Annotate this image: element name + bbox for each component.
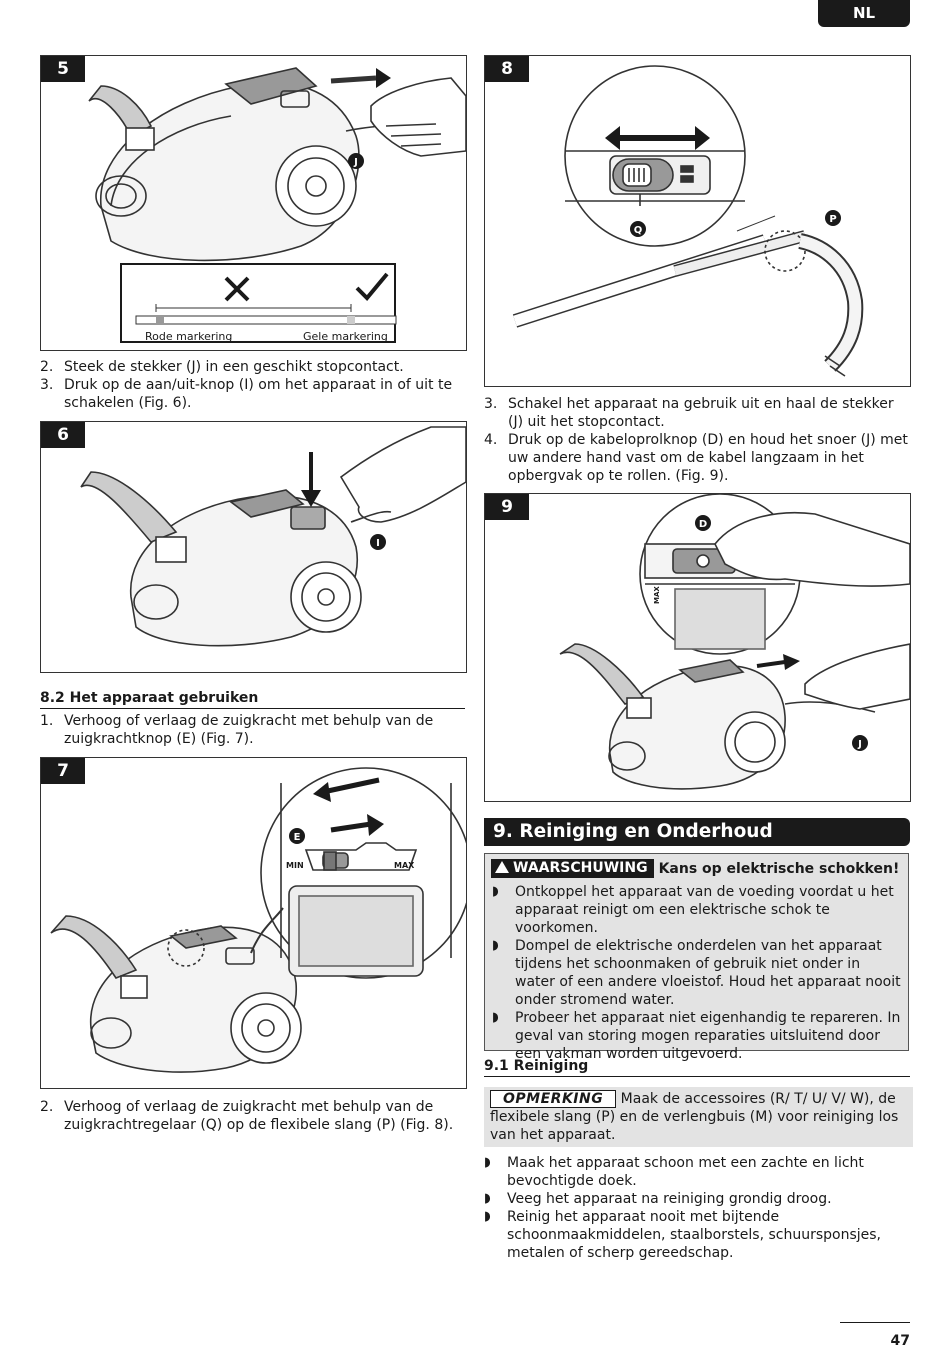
- steps-list-a: 2.Steek de stekker (J) in een geschikt s…: [40, 358, 465, 412]
- callout-d: D: [699, 519, 707, 530]
- figure-7: MIN MAX E 7: [40, 757, 467, 1089]
- warning-title: Kans op elektrische schokken!: [658, 860, 900, 877]
- language-tab: NL: [818, 0, 910, 27]
- callout-j: J: [857, 739, 862, 750]
- figure-7-illustration: MIN MAX E: [50, 767, 466, 1073]
- figure-number: 5: [41, 56, 85, 82]
- figure-number: 9: [485, 494, 529, 520]
- figure-6: I 6: [40, 421, 467, 673]
- section-9-heading: 9. Reiniging en Onderhoud: [484, 818, 910, 846]
- figure-6-illustration: I: [80, 426, 466, 647]
- list-item: 3.Druk op de aan/uit-knop (I) om het app…: [40, 377, 453, 411]
- list-item: ◗Ontkoppel het apparaat van de voeding v…: [492, 884, 894, 936]
- figure-8-illustration: Q P: [512, 65, 864, 377]
- cleaning-list: ◗Maak het apparaat schoon met een zachte…: [484, 1154, 904, 1262]
- footer-divider: [840, 1322, 910, 1323]
- figure-5: J Rode markering Gele markering 5: [40, 55, 467, 351]
- figure-number: 7: [41, 758, 85, 784]
- list-item: 3.Schakel het apparaat na gebruik uit en…: [484, 396, 894, 430]
- list-item: 2.Verhoog of verlaag de zuigkracht met b…: [40, 1099, 454, 1133]
- steps-list-b: 2.Verhoog of verlaag de zuigkracht met b…: [40, 1098, 465, 1134]
- list-item: ◗Dompel de elektrische onderdelen van he…: [492, 938, 901, 1008]
- bullet-icon: ◗: [484, 1209, 491, 1224]
- warning-icon: [495, 861, 509, 873]
- callout-i: I: [376, 538, 380, 549]
- list-item: ◗Veeg het apparaat na reiniging grondig …: [484, 1191, 832, 1207]
- list-item: 2.Steek de stekker (J) in een geschikt s…: [40, 359, 404, 375]
- bullet-icon: ◗: [492, 884, 499, 899]
- warning-label: WAARSCHUWING: [491, 859, 654, 878]
- bullet-icon: ◗: [492, 938, 499, 953]
- figure-number: 6: [41, 422, 85, 448]
- note-label: OPMERKING: [490, 1090, 617, 1108]
- callout-e: E: [294, 832, 301, 843]
- label-max: MAX: [394, 861, 415, 870]
- figure-number: 8: [485, 56, 529, 82]
- bullet-icon: ◗: [484, 1155, 491, 1170]
- section-8-2-heading: 8.2 Het apparaat gebruiken: [40, 690, 465, 709]
- note-box: OPMERKING Maak de accessoires (R/ T/ U/ …: [484, 1087, 913, 1147]
- figure-8: Q P 8: [484, 55, 911, 387]
- bullet-icon: ◗: [484, 1191, 491, 1206]
- section-9-1-heading: 9.1 Reiniging: [484, 1058, 910, 1077]
- page-number: 47: [890, 1333, 910, 1349]
- warning-list: ◗Ontkoppel het apparaat van de voeding v…: [492, 883, 902, 1063]
- note-text: Maak de accessoires (R/ T/ U/ V/ W), de …: [490, 1091, 899, 1143]
- figure-9: MAX D J 9: [484, 493, 911, 802]
- label-yellow-marking: Gele markering: [303, 330, 388, 343]
- steps-list-8-2: 1.Verhoog of verlaag de zuigkracht met b…: [40, 712, 465, 748]
- callout-p: P: [829, 214, 836, 225]
- figure-5-illustration: J Rode markering Gele markering: [88, 67, 466, 343]
- list-item: ◗Reinig het apparaat nooit met bijtende …: [484, 1209, 882, 1261]
- warning-box: WAARSCHUWING Kans op elektrische schokke…: [484, 853, 909, 1062]
- figure-9-illustration: MAX D J: [559, 494, 910, 790]
- list-item: ◗Probeer het apparaat niet eigenhandig t…: [492, 1010, 901, 1062]
- bullet-icon: ◗: [492, 1010, 499, 1025]
- callout-q: Q: [634, 225, 643, 236]
- label-max: MAX: [653, 586, 661, 604]
- label-min: MIN: [286, 861, 304, 870]
- callout-j: J: [353, 157, 358, 168]
- list-item: 4.Druk op de kabeloprolknop (D) en houd …: [484, 432, 908, 484]
- label-red-marking: Rode markering: [145, 330, 232, 343]
- steps-list-right: 3.Schakel het apparaat na gebruik uit en…: [484, 395, 910, 485]
- list-item: ◗Maak het apparaat schoon met een zachte…: [484, 1155, 864, 1189]
- list-item: 1.Verhoog of verlaag de zuigkracht met b…: [40, 713, 434, 747]
